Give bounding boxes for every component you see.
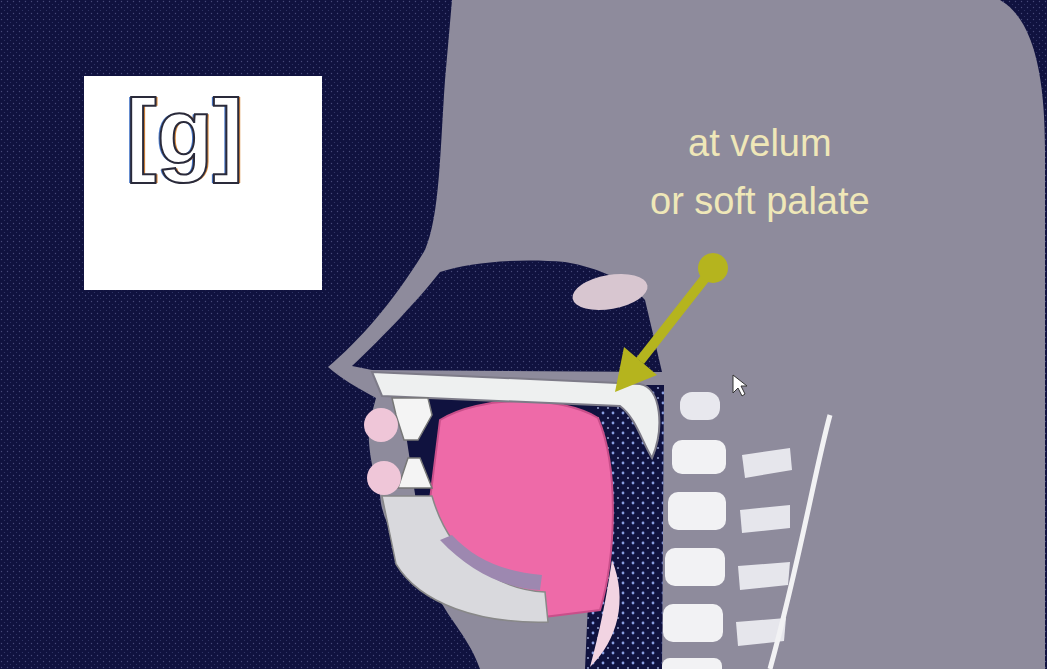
hard-and-soft-palate <box>372 372 659 458</box>
lower-lip <box>367 461 401 495</box>
vertebra <box>665 548 725 586</box>
spinous-process <box>740 505 790 533</box>
vertebra <box>662 658 722 669</box>
pointer-arrow-dot <box>698 253 728 283</box>
spinal-canal-line <box>770 415 830 669</box>
mouse-cursor <box>733 375 747 396</box>
vertebra <box>680 392 720 420</box>
adenoid <box>570 269 651 316</box>
annotation-text: at velum <box>688 122 832 165</box>
lower-teeth <box>398 458 432 488</box>
phonetic-symbol: [g] <box>126 86 312 178</box>
mouth-floor <box>440 535 542 590</box>
nasal-cavity-speckle <box>352 260 662 372</box>
annotation-text: or soft palate <box>650 180 870 223</box>
lower-jaw <box>382 496 548 622</box>
pointer-arrow-shaft <box>640 268 713 361</box>
head-profile <box>328 0 1045 669</box>
pointer-arrowhead <box>615 347 657 392</box>
phonetic-symbol-box: [g] <box>84 76 322 290</box>
epiglottis <box>590 560 620 667</box>
vertebra <box>668 492 726 530</box>
upper-lip <box>364 408 398 442</box>
spinous-process <box>742 448 792 478</box>
vertebra <box>672 440 726 474</box>
spinous-process <box>738 562 790 590</box>
nasal-cavity <box>352 260 662 372</box>
vertebra <box>663 604 723 642</box>
upper-teeth <box>392 398 432 440</box>
